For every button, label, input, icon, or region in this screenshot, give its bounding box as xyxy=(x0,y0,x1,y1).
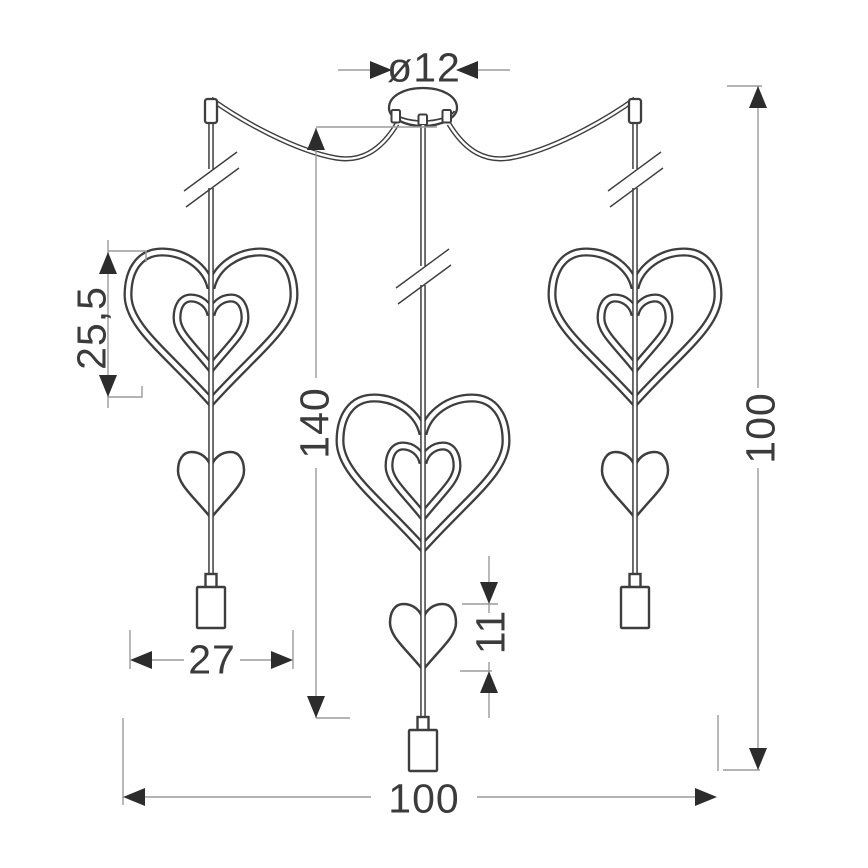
dimension-lines xyxy=(99,61,767,806)
dim-arrows xyxy=(480,582,498,693)
dim-pendant-width xyxy=(129,630,294,669)
dim-total-width xyxy=(122,715,719,806)
ceiling-canopy xyxy=(387,86,459,128)
dim-small-heart-height xyxy=(460,556,498,718)
lamp-drawing xyxy=(128,86,718,773)
middle-wire-break-icon xyxy=(395,248,452,305)
middle-pendant xyxy=(340,125,506,773)
hanging-cables xyxy=(209,96,637,162)
canopy-cord-grip-right xyxy=(441,109,452,124)
label-large-heart-height: 25,5 xyxy=(68,286,115,370)
canopy-cord-grip-left xyxy=(390,109,401,124)
dim-arrows xyxy=(307,128,325,718)
dim-arrows xyxy=(123,788,717,806)
canopy-cord-grip-center xyxy=(417,113,428,126)
dim-arrows xyxy=(130,651,293,669)
label-canopy-diameter: ø12 xyxy=(387,44,461,91)
label-small-heart-height: 11 xyxy=(467,609,514,655)
canopy-body xyxy=(387,86,459,128)
label-pendant-width: 27 xyxy=(188,636,236,683)
dim-arrows xyxy=(370,61,478,79)
dim-large-heart-height xyxy=(99,240,147,408)
dim-total-height xyxy=(723,85,767,771)
label-total-width: 100 xyxy=(388,775,460,822)
dim-canopy-diameter xyxy=(338,61,510,79)
left-pendant xyxy=(128,99,294,628)
label-cord-length: 140 xyxy=(291,387,338,459)
dim-cord-length xyxy=(307,126,437,719)
label-total-height: 100 xyxy=(737,392,784,464)
dim-arrows xyxy=(99,252,117,397)
dim-arrows xyxy=(749,86,767,770)
middle-socket-body xyxy=(407,728,439,773)
right-pendant xyxy=(552,99,718,628)
